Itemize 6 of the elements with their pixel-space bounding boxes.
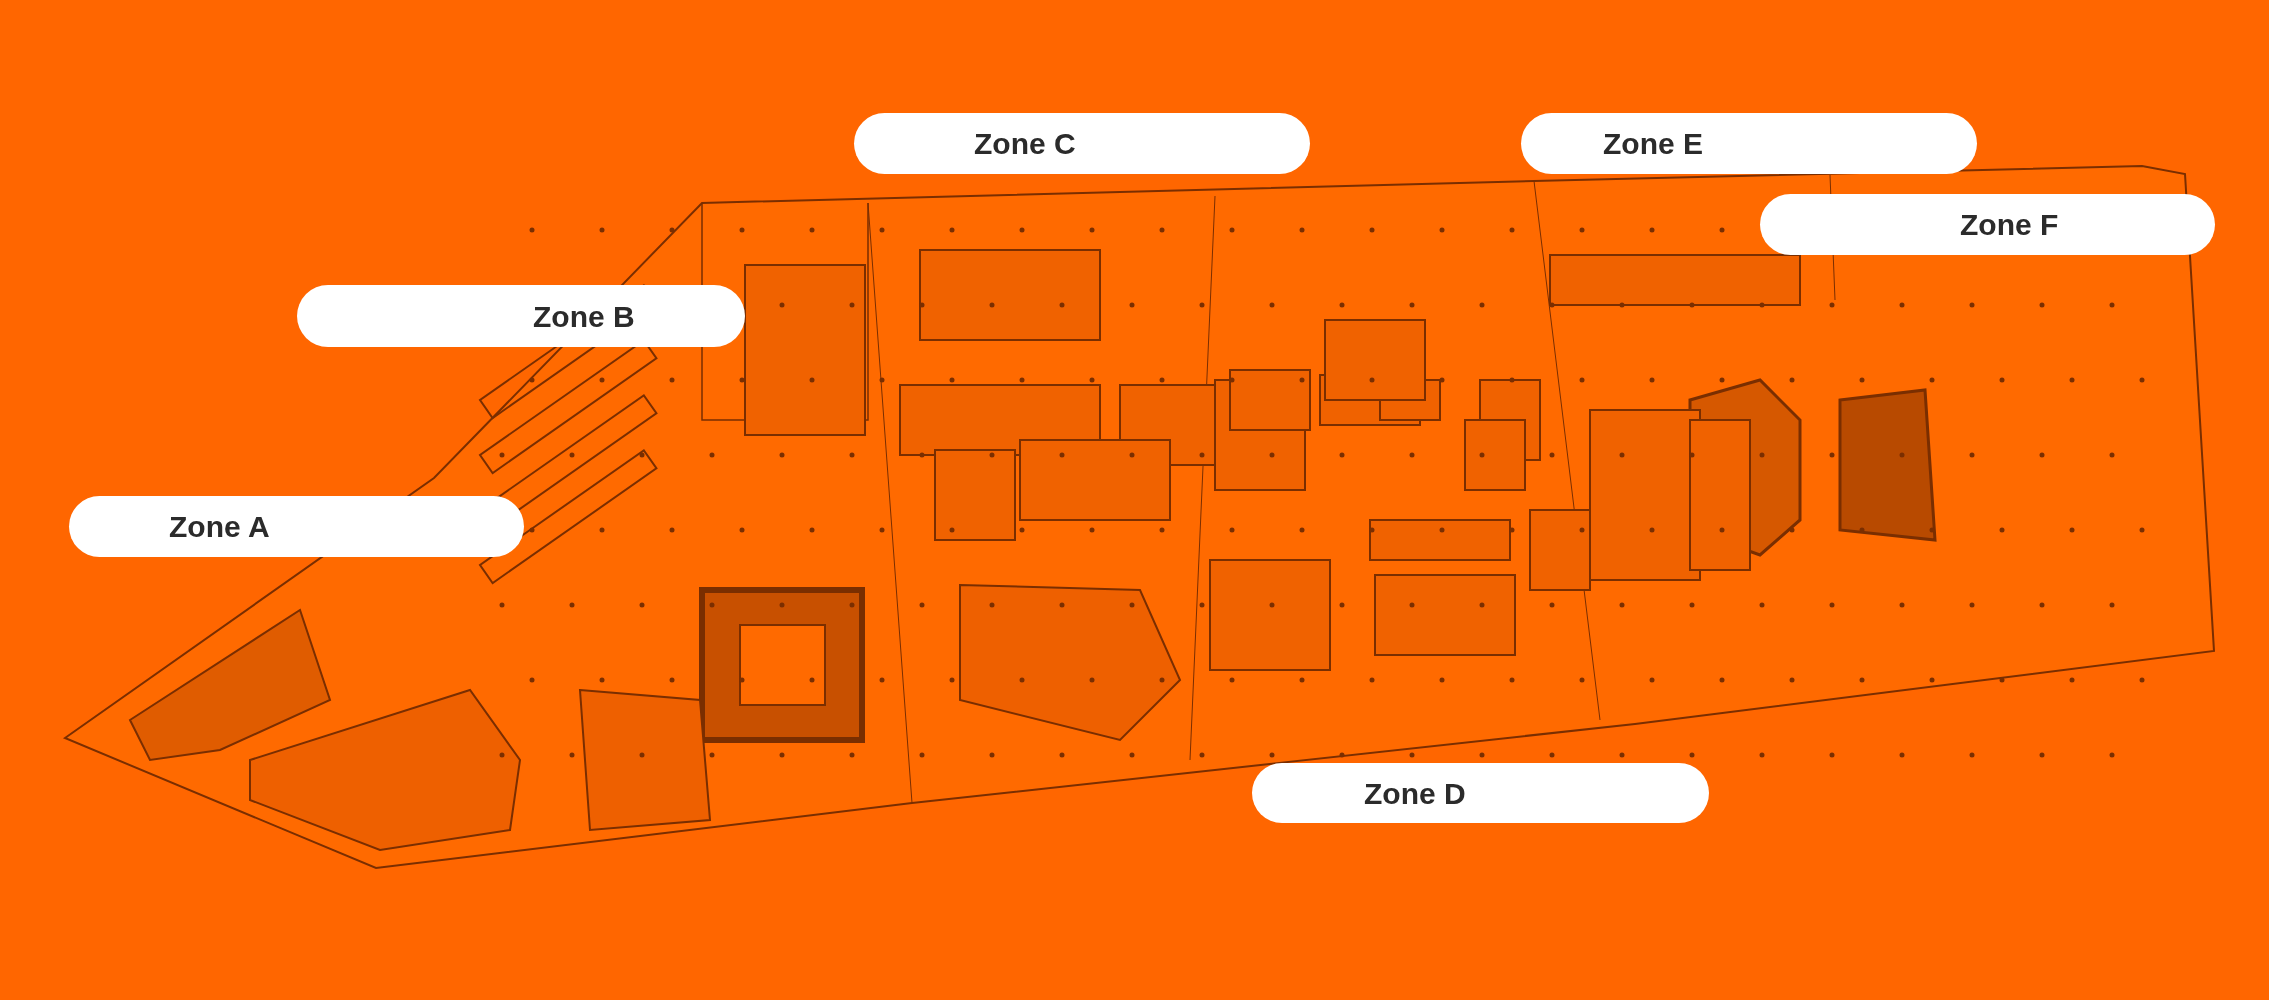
zone-label-pill: Zone C: [854, 113, 1310, 174]
zone-label-pill: Zone D: [1252, 763, 1709, 823]
zone-label-pill: Zone A: [69, 496, 524, 557]
zone-label-pill: Zone E: [1521, 113, 1977, 174]
zone-label-pill: Zone B: [297, 285, 745, 347]
zone-label-pill: Zone F: [1760, 194, 2215, 255]
